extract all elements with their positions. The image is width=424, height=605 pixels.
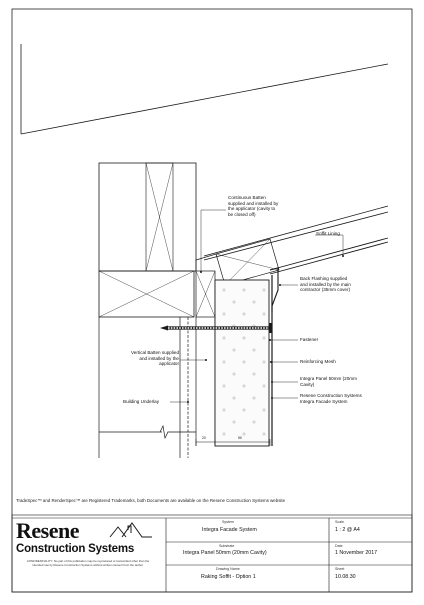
leader-dots xyxy=(187,255,344,403)
sheet-border xyxy=(11,8,413,593)
roof-slope xyxy=(20,44,389,261)
system-label: System xyxy=(222,520,234,524)
date-value: 1 November 2017 xyxy=(335,550,378,556)
back-flashing xyxy=(269,267,279,312)
wall-frame xyxy=(98,317,189,458)
leader-lines xyxy=(170,209,344,403)
label-integra-panel: Integra Panel 50mm (20mm Cavity) xyxy=(300,376,357,387)
rafter-block xyxy=(98,162,197,272)
label-reinforcing-mesh: Reinforcing Mesh xyxy=(300,359,336,364)
date-label: Date xyxy=(335,544,343,548)
label-resene-system: Resene Construction Systems Integra Faca… xyxy=(300,393,362,404)
title-block-frame xyxy=(11,514,413,593)
sheet-label: Sheet xyxy=(335,567,345,571)
label-fastener: Fastener xyxy=(300,337,319,342)
break-line xyxy=(159,424,196,440)
substrate-label: Substrate xyxy=(219,544,235,548)
house-logo-icon xyxy=(109,522,152,538)
substrate-value: Integra Panel 50mm (20mm Cavity) xyxy=(183,550,267,556)
top-plate xyxy=(98,270,195,318)
confidentiality-note: CONFIDENTIALITY: No part of this publica… xyxy=(26,559,150,567)
scale-value: 1 : 2 @ A4 xyxy=(335,527,360,533)
logo-subtitle: Construction Systems xyxy=(16,543,135,555)
soffit-lining xyxy=(269,237,389,275)
dimension-panel: 50 xyxy=(238,436,242,440)
drawing-name-label: Drawing Name xyxy=(216,567,240,571)
sheet-value: 10.08.30 xyxy=(335,574,356,580)
label-vertical-batten: Vertical Batten supplied and installed b… xyxy=(130,350,179,367)
label-back-flashing: Back Flashing supplied and installed by … xyxy=(300,276,351,293)
scale-label: Scale xyxy=(335,520,344,524)
drawing-name-value: Raking Soffit - Option 1 xyxy=(201,574,256,580)
label-continuous-batten: Continuous Batten supplied and installed… xyxy=(228,195,279,217)
trademark-note: TradeSpec™ and RenderSpec™ are Registere… xyxy=(16,498,286,503)
continuous-batten xyxy=(215,238,280,286)
dimension-cavity: 20 xyxy=(202,436,206,440)
label-building-underlay: Building Underlay xyxy=(123,399,160,404)
integra-panel xyxy=(214,275,273,447)
dimension-marks xyxy=(195,439,271,446)
system-value: Integra Facade System xyxy=(202,527,257,533)
logo-brand: Resene xyxy=(16,518,79,543)
fastener xyxy=(160,323,273,333)
label-soffit-lining: Soffit Lining xyxy=(316,231,340,236)
